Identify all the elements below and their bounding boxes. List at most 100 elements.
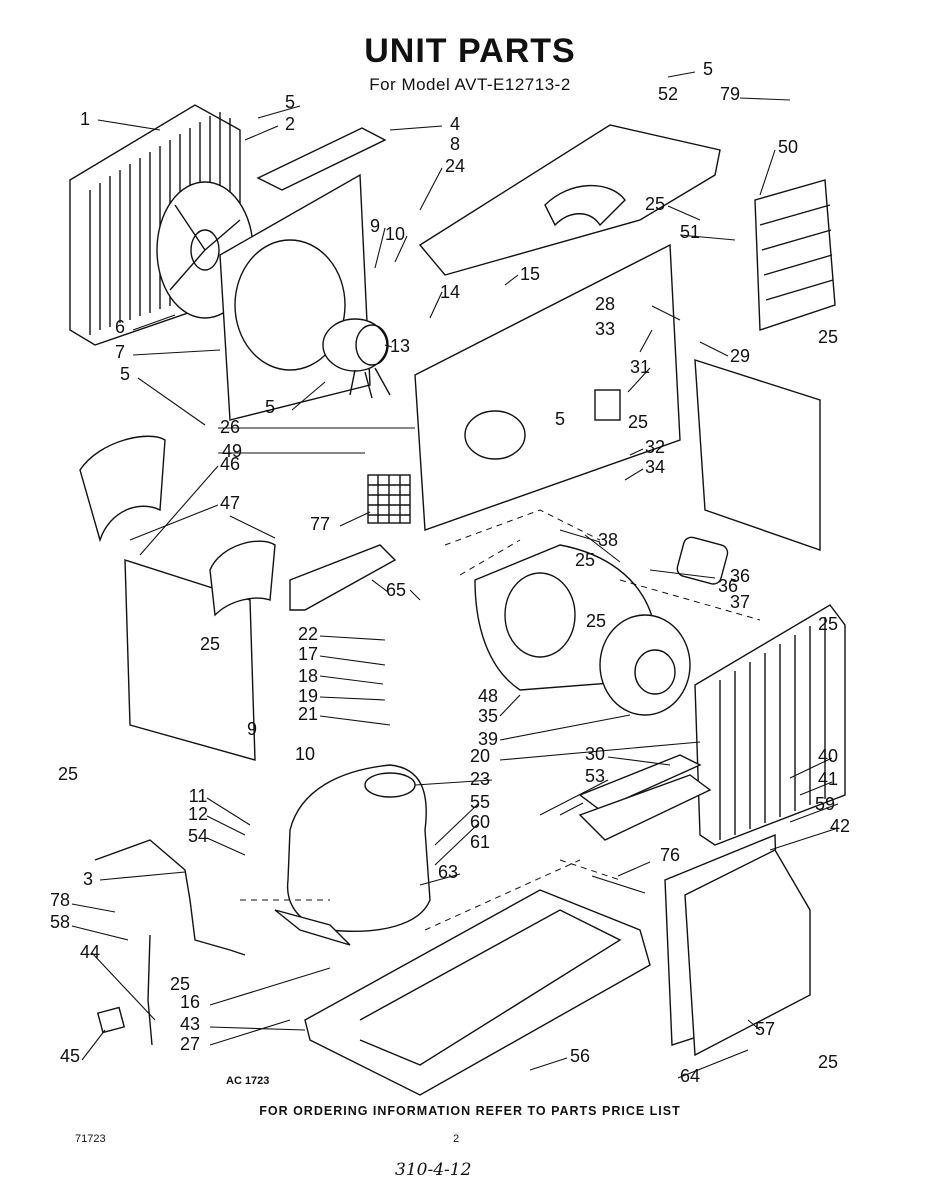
callout-29: 29 <box>730 346 750 366</box>
callout-19: 19 <box>298 686 318 706</box>
page-title: UNIT PARTS <box>364 32 576 70</box>
callout-22: 22 <box>298 624 318 644</box>
callout-25: 25 <box>200 634 220 654</box>
callout-5: 5 <box>703 59 713 79</box>
callout-43: 43 <box>180 1014 200 1034</box>
callout-39: 39 <box>478 729 498 749</box>
callout-45: 45 <box>60 1046 80 1066</box>
left-side-panel <box>124 559 256 761</box>
callout-30: 30 <box>585 744 605 764</box>
callout-76: 76 <box>660 845 680 865</box>
callout-63: 63 <box>438 862 458 882</box>
callout-44: 44 <box>80 942 100 962</box>
drain-tray <box>578 754 702 811</box>
top-cover-strip <box>256 127 387 191</box>
insulation-46 <box>79 435 166 543</box>
callout-5: 5 <box>555 409 565 429</box>
power-cord <box>147 934 153 1046</box>
callout-23: 23 <box>470 769 490 789</box>
callout-11: 11 <box>189 786 208 806</box>
callout-25: 25 <box>575 550 595 570</box>
callout-25: 25 <box>818 614 838 634</box>
callout-78: 78 <box>50 890 70 910</box>
alignment-lines <box>240 509 761 931</box>
callout-21: 21 <box>298 704 318 724</box>
page-number: 2 <box>453 1133 460 1145</box>
callout-64: 64 <box>680 1066 700 1086</box>
tubing <box>94 839 246 956</box>
callout-10: 10 <box>385 224 405 244</box>
base-pan <box>304 889 651 1096</box>
callout-9: 9 <box>370 216 380 236</box>
callout-54: 54 <box>188 826 208 846</box>
callout-6: 6 <box>115 317 125 337</box>
model-subtitle: For Model AVT-E12713-2 <box>369 75 571 94</box>
callout-7: 7 <box>115 342 125 362</box>
callout-26: 26 <box>220 417 240 437</box>
fan-motor <box>322 318 391 399</box>
callout-42: 42 <box>830 816 850 836</box>
compressor <box>274 764 431 946</box>
callout-20: 20 <box>470 746 490 766</box>
top-channel <box>418 124 721 276</box>
callout-35: 35 <box>478 706 498 726</box>
callout-55: 55 <box>470 792 490 812</box>
bulkhead-panel <box>414 243 681 531</box>
grille <box>367 474 411 524</box>
callout-31: 31 <box>630 357 650 377</box>
callout-25: 25 <box>170 974 190 994</box>
callout-36: 36 <box>730 566 750 586</box>
front-cover <box>684 849 811 1057</box>
callout-2: 2 <box>285 114 295 134</box>
callout-34: 34 <box>645 457 665 477</box>
callout-25: 25 <box>58 764 78 784</box>
callout-13: 13 <box>390 336 410 356</box>
control-switch-block <box>754 179 836 331</box>
callout-12: 12 <box>188 804 208 824</box>
callout-38: 38 <box>598 530 618 550</box>
callout-3: 3 <box>83 869 93 889</box>
callout-25: 25 <box>628 412 648 432</box>
handwritten-note: 310-4-12 <box>395 1160 472 1180</box>
callout-25: 25 <box>818 327 838 347</box>
callout-50: 50 <box>778 137 798 157</box>
callout-40: 40 <box>818 746 838 766</box>
callout-33: 33 <box>595 319 615 339</box>
leader-lines <box>71 71 839 1079</box>
callout-5: 5 <box>120 364 130 384</box>
callout-47: 47 <box>220 493 240 513</box>
drawing-reference-code: AC 1723 <box>226 1075 270 1087</box>
callout-17: 17 <box>298 644 318 664</box>
callout-53: 53 <box>585 766 605 786</box>
insulation-47 <box>209 540 276 617</box>
callout-18: 18 <box>298 666 318 686</box>
callout-32: 32 <box>645 437 665 457</box>
callout-16: 16 <box>180 992 200 1012</box>
callout-25: 25 <box>818 1052 838 1072</box>
callout-58: 58 <box>50 912 70 932</box>
ordering-note: FOR ORDERING INFORMATION REFER TO PARTS … <box>259 1104 681 1118</box>
callout-57: 57 <box>755 1019 775 1039</box>
callout-5: 5 <box>285 92 295 112</box>
callout-61: 61 <box>470 832 490 852</box>
callout-27: 27 <box>180 1034 200 1054</box>
cord-plug <box>96 1006 126 1034</box>
callout-4: 4 <box>450 114 460 134</box>
bracket <box>289 544 397 611</box>
callout-46: 46 <box>220 454 240 474</box>
callout-60: 60 <box>470 812 490 832</box>
callout-49: 49 <box>222 441 242 461</box>
callout-5: 5 <box>265 397 275 417</box>
callout-52: 52 <box>658 84 678 104</box>
callout-77: 77 <box>310 514 330 534</box>
callout-14: 14 <box>440 282 460 302</box>
callout-10: 10 <box>295 744 315 764</box>
callout-1: 1 <box>80 109 90 129</box>
tray-76 <box>578 774 712 841</box>
callout-28: 28 <box>595 294 615 314</box>
callout-37: 37 <box>730 592 750 612</box>
blower-motor <box>676 536 729 585</box>
